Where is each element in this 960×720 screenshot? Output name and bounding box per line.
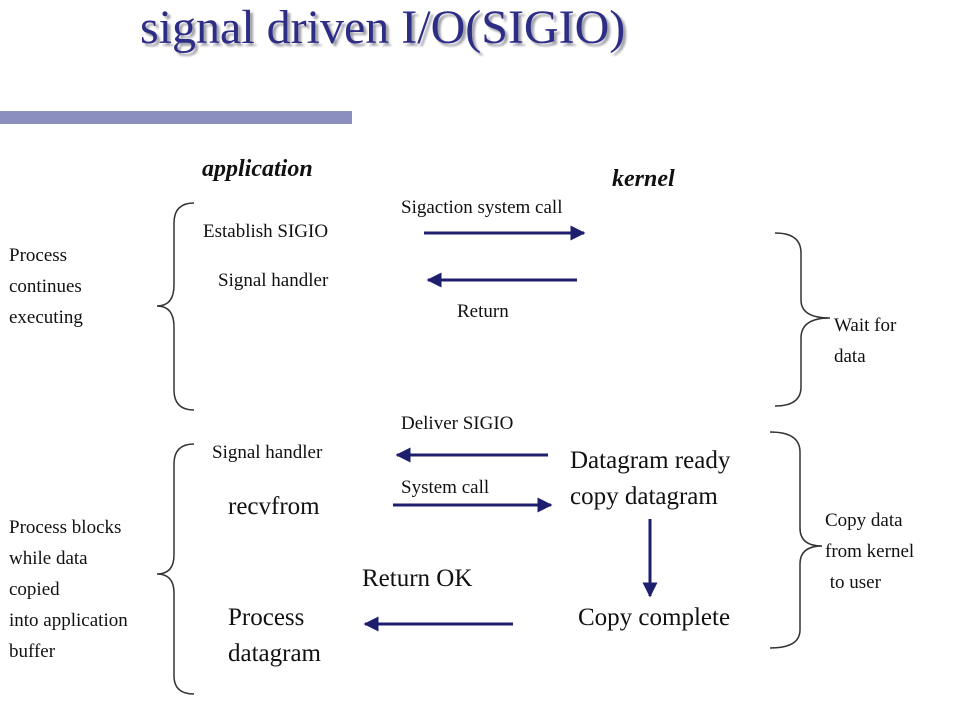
process-continues-note: Process continues executing [9,245,83,328]
signal-handler-label-2: Signal handler [212,442,323,463]
establish-sigio-label: Establish SIGIO [203,221,329,242]
return-label: Return [457,301,509,322]
system-call-label: System call [401,477,490,498]
page-title: signal driven I/O(SIGIO) [140,1,626,54]
deliver-sigio-label: Deliver SIGIO [401,413,514,434]
return-ok-label: Return OK [362,565,473,592]
application-header: application [202,156,313,182]
copy-data-brace [769,431,823,649]
sigaction-label: Sigaction system call [401,197,563,218]
title-accent-bar [0,111,352,124]
copy-complete-label: Copy complete [578,604,731,631]
process-datagram-label: Process datagram [228,604,322,667]
process-blocks-brace [156,443,195,695]
signal-handler-label-1: Signal handler [218,270,329,291]
wait-for-data-note: Wait for data [834,315,897,367]
copy-data-note: Copy data from kernel to user [825,510,915,593]
recvfrom-label: recvfrom [228,493,320,520]
process-continues-brace [156,202,195,411]
wait-for-data-brace [774,232,831,407]
kernel-header: kernel [612,166,675,192]
datagram-ready-label: Datagram ready copy datagram [570,447,731,510]
process-blocks-note: Process blocks while data copied into ap… [9,517,128,662]
